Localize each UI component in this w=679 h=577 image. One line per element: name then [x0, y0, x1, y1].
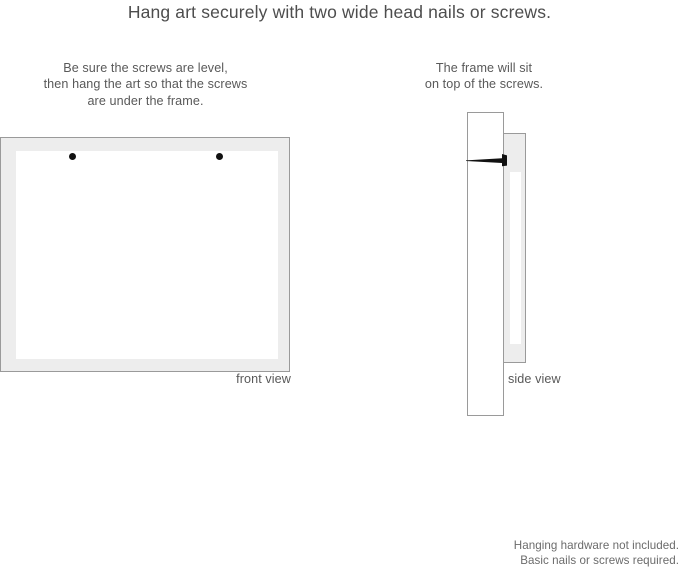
front-view-caption: Be sure the screws are level, then hang … — [0, 60, 291, 109]
side-view-frame — [503, 133, 526, 363]
page-title: Hang art securely with two wide head nai… — [127, 2, 552, 22]
front-view-caption-line-3: are under the frame. — [87, 93, 204, 108]
front-view-mat — [16, 151, 278, 359]
side-view-caption-line-1: The frame will sit — [435, 61, 533, 75]
front-view-label: front view — [236, 372, 291, 386]
nail-icon — [466, 152, 512, 168]
footer-line-1: Hanging hardware not included. — [513, 538, 679, 552]
front-view-left-screw-icon — [69, 153, 76, 160]
side-view-label: side view — [508, 372, 561, 386]
front-view-frame — [0, 137, 290, 372]
side-view-caption: The frame will sit on top of the screws. — [389, 60, 579, 93]
front-view-caption-line-2: then hang the art so that the screws — [43, 77, 248, 92]
footer-disclaimer: Hanging hardware not included. Basic nai… — [279, 538, 679, 569]
front-view-right-screw-icon — [216, 153, 223, 160]
side-view-frame-inner — [510, 172, 521, 344]
footer-line-2: Basic nails or screws required. — [520, 554, 679, 568]
side-view-caption-line-2: on top of the screws. — [424, 77, 544, 92]
front-view-caption-line-1: Be sure the screws are level, — [63, 61, 228, 75]
